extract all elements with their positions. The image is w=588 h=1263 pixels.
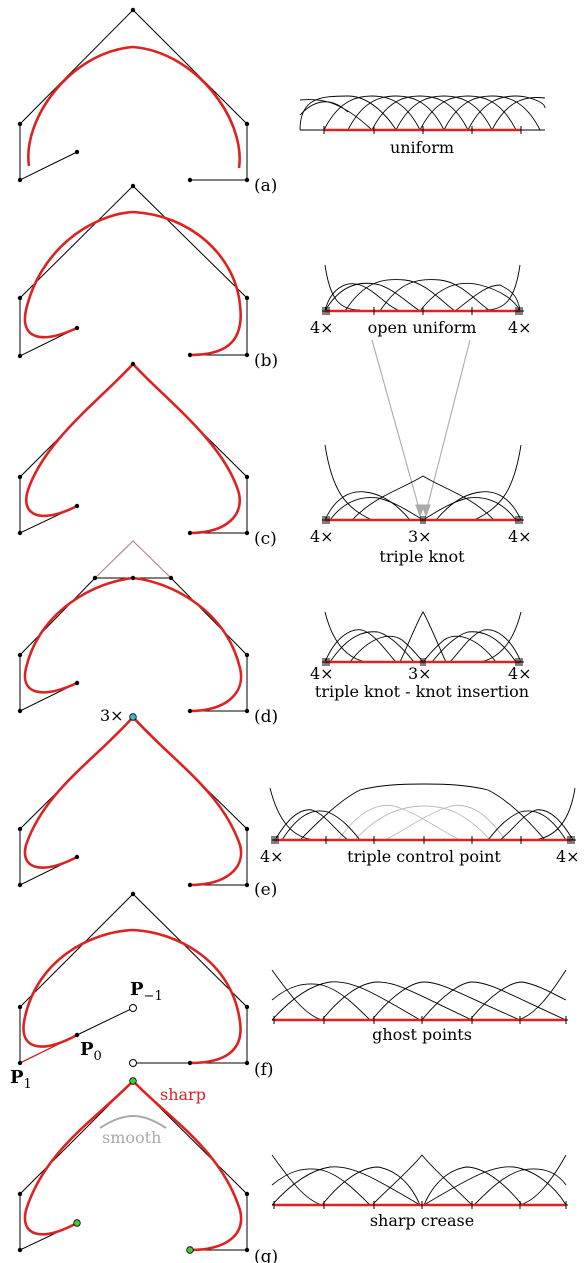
caption: sharp crease [370, 1211, 474, 1230]
panel-b: (b) 4× open uniform 4× [17, 183, 532, 518]
ghost-point-bottom [129, 1059, 137, 1067]
bspline-curve [25, 362, 241, 535]
knot-ticks [322, 516, 523, 524]
control-polygon [19, 9, 248, 181]
bspline-curve [23, 715, 243, 887]
bspline-curve [23, 210, 242, 357]
bspline-curve [23, 576, 243, 713]
panel-label: (d) [254, 707, 278, 727]
control-polygon [19, 363, 248, 534]
control-points [17, 1191, 250, 1253]
knot-multiplicity-left: 4× [310, 318, 334, 337]
knot-multiplicity-right: 4× [556, 847, 580, 866]
smooth-curve [99, 1114, 167, 1129]
triple-control-point [129, 713, 137, 721]
knot-ticks [273, 1016, 567, 1024]
label-p1: P1 [10, 1067, 32, 1092]
basis-functions [299, 95, 546, 131]
control-points [17, 361, 250, 536]
point-multiplicity: 3× [100, 706, 124, 725]
label-p0: P0 [80, 1039, 102, 1064]
curve-tangent-extension [19, 1034, 78, 1064]
panel-label: (e) [254, 880, 277, 900]
bspline-curve [27, 45, 241, 169]
control-polygon [19, 893, 248, 1064]
panel-label: (c) [254, 529, 277, 549]
knot-multiplicity-right: 4× [508, 318, 532, 337]
caption: triple knot - knot insertion [315, 682, 529, 701]
basis-functions [324, 611, 522, 663]
sharp-points [73, 1077, 194, 1254]
control-points [17, 7, 250, 183]
panel-e: 3× (e) 4× triple control point 4× [17, 706, 580, 900]
control-points [17, 826, 250, 888]
basis-functions [269, 783, 576, 841]
bspline-curve [22, 928, 242, 1065]
label-smooth: smooth [102, 1128, 161, 1147]
label-sharp: sharp [160, 1085, 206, 1104]
transition-arrows [371, 339, 471, 518]
knot-multiplicity-mid: 3× [408, 527, 432, 546]
panel-a: (a) uniform [17, 7, 546, 196]
ghost-point-right [129, 1004, 137, 1012]
knot-multiplicity-right: 4× [508, 527, 532, 546]
control-polygon [19, 1080, 248, 1251]
basis-functions [324, 264, 521, 312]
basis-functions [271, 969, 567, 1021]
panel-label: (a) [254, 176, 277, 196]
control-polygon [19, 716, 248, 886]
basis-functions-ghost [337, 804, 506, 841]
knot-multiplicity-left: 4× [260, 847, 284, 866]
caption: triple control point [347, 847, 501, 866]
caption: open uniform [368, 318, 477, 337]
knot-multiplicity-mid: 3× [408, 664, 432, 683]
panel-label: (b) [254, 351, 278, 371]
knot-ticks [271, 836, 575, 844]
knot-multiplicity-left: 4× [310, 527, 334, 546]
knot-ticks [323, 126, 522, 134]
knot-multiplicity-right: 4× [508, 664, 532, 683]
panel-f: P−1 P0 P1 (f) ghost points [10, 891, 568, 1092]
panel-label: (g) [254, 1247, 278, 1263]
control-points [17, 183, 250, 359]
panel-g: sharp smooth (g) sharp crease [17, 1077, 568, 1263]
basis-functions [271, 1154, 567, 1206]
sharp-curve [23, 1079, 243, 1252]
knot-ticks [322, 307, 523, 315]
control-points [17, 575, 250, 714]
knot-ticks [273, 1201, 567, 1209]
original-polygon [94, 540, 172, 579]
knot-multiplicity-left: 4× [310, 664, 334, 683]
control-points [17, 891, 250, 1066]
caption: ghost points [372, 1025, 472, 1044]
knot-ticks [322, 658, 523, 666]
basis-functions [324, 444, 522, 521]
label-p-minus1: P−1 [130, 979, 163, 1004]
panel-label: (f) [254, 1060, 274, 1080]
caption: triple knot [379, 547, 465, 566]
caption: uniform [390, 138, 454, 157]
panel-d: (d) 4× 3× 4× triple knot - knot insertio… [17, 540, 532, 727]
panel-c: (c) 4× 3× 4× triple knot [17, 361, 532, 566]
